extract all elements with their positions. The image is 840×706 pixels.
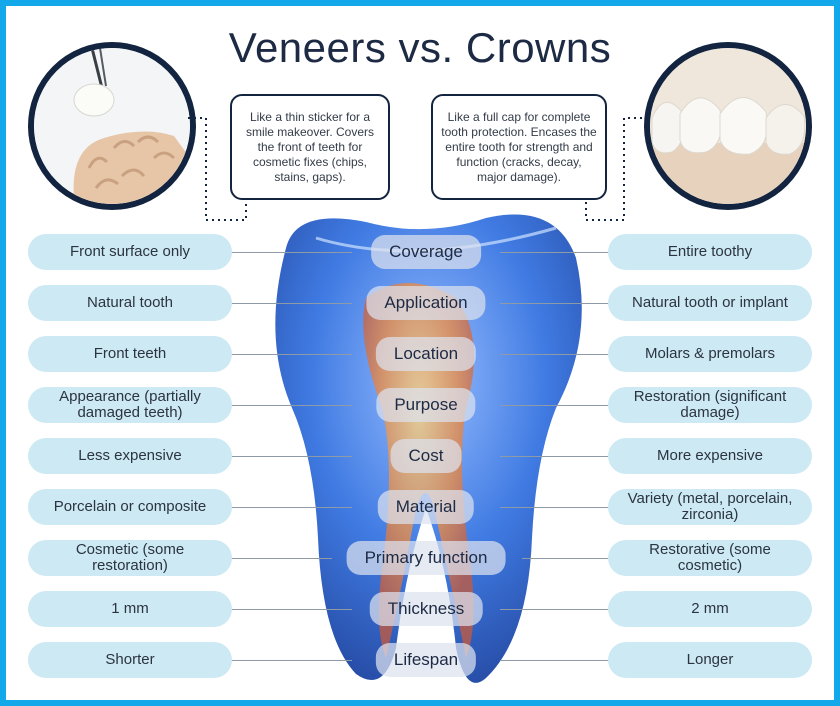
connector-line — [232, 660, 352, 661]
label-thickness: Thickness — [369, 592, 483, 626]
label-cost: Cost — [390, 439, 462, 473]
crown-location: Molars & premolars — [608, 336, 812, 372]
page-title: Veneers vs. Crowns — [228, 24, 612, 71]
connector-line — [500, 660, 608, 661]
crown-lifespan: Longer — [608, 642, 812, 678]
connector-line — [500, 252, 608, 253]
connector-line — [500, 456, 608, 457]
label-purpose: Purpose — [376, 388, 476, 422]
connector-line — [500, 354, 608, 355]
crown-description: Like a full cap for complete tooth prote… — [431, 94, 607, 200]
label-coverage: Coverage — [371, 235, 481, 269]
connector-line — [500, 609, 608, 610]
label-primary-function: Primary function — [346, 541, 506, 575]
veneer-application: Natural tooth — [28, 285, 232, 321]
veneer-photo — [28, 42, 196, 210]
connector-line — [232, 252, 352, 253]
connector-line — [500, 405, 608, 406]
connector-line — [232, 456, 352, 457]
veneer-thickness: 1 mm — [28, 591, 232, 627]
connector-line — [232, 558, 332, 559]
veneer-lifespan: Shorter — [28, 642, 232, 678]
veneer-cost: Less expensive — [28, 438, 232, 474]
connector-line — [232, 405, 352, 406]
crown-application: Natural tooth or implant — [608, 285, 812, 321]
connector-line — [232, 354, 352, 355]
connector-line — [232, 609, 352, 610]
connector-line — [232, 303, 352, 304]
crown-dotted-connector — [585, 117, 642, 221]
veneer-material: Porcelain or composite — [28, 489, 232, 525]
connector-line — [500, 507, 608, 508]
veneer-coverage: Front surface only — [28, 234, 232, 270]
label-lifespan: Lifespan — [375, 643, 477, 677]
crown-material: Variety (metal, porcelain, zirconia) — [608, 489, 812, 525]
crown-coverage: Entire toothy — [608, 234, 812, 270]
veneer-description: Like a thin sticker for a smile makeover… — [230, 94, 390, 200]
connector-line — [500, 303, 608, 304]
label-location: Location — [375, 337, 477, 371]
veneer-primary-function: Cosmetic (some restoration) — [28, 540, 232, 576]
veneer-purpose: Appearance (partially damaged teeth) — [28, 387, 232, 423]
connector-line — [522, 558, 608, 559]
veneer-location: Front teeth — [28, 336, 232, 372]
veneer-dotted-connector — [188, 117, 247, 221]
crown-purpose: Restoration (significant damage) — [608, 387, 812, 423]
crown-thickness: 2 mm — [608, 591, 812, 627]
crown-primary-function: Restorative (some cosmetic) — [608, 540, 812, 576]
label-material: Material — [377, 490, 475, 524]
connector-line — [232, 507, 352, 508]
crown-photo — [644, 42, 812, 210]
crown-cost: More expensive — [608, 438, 812, 474]
label-application: Application — [366, 286, 486, 320]
